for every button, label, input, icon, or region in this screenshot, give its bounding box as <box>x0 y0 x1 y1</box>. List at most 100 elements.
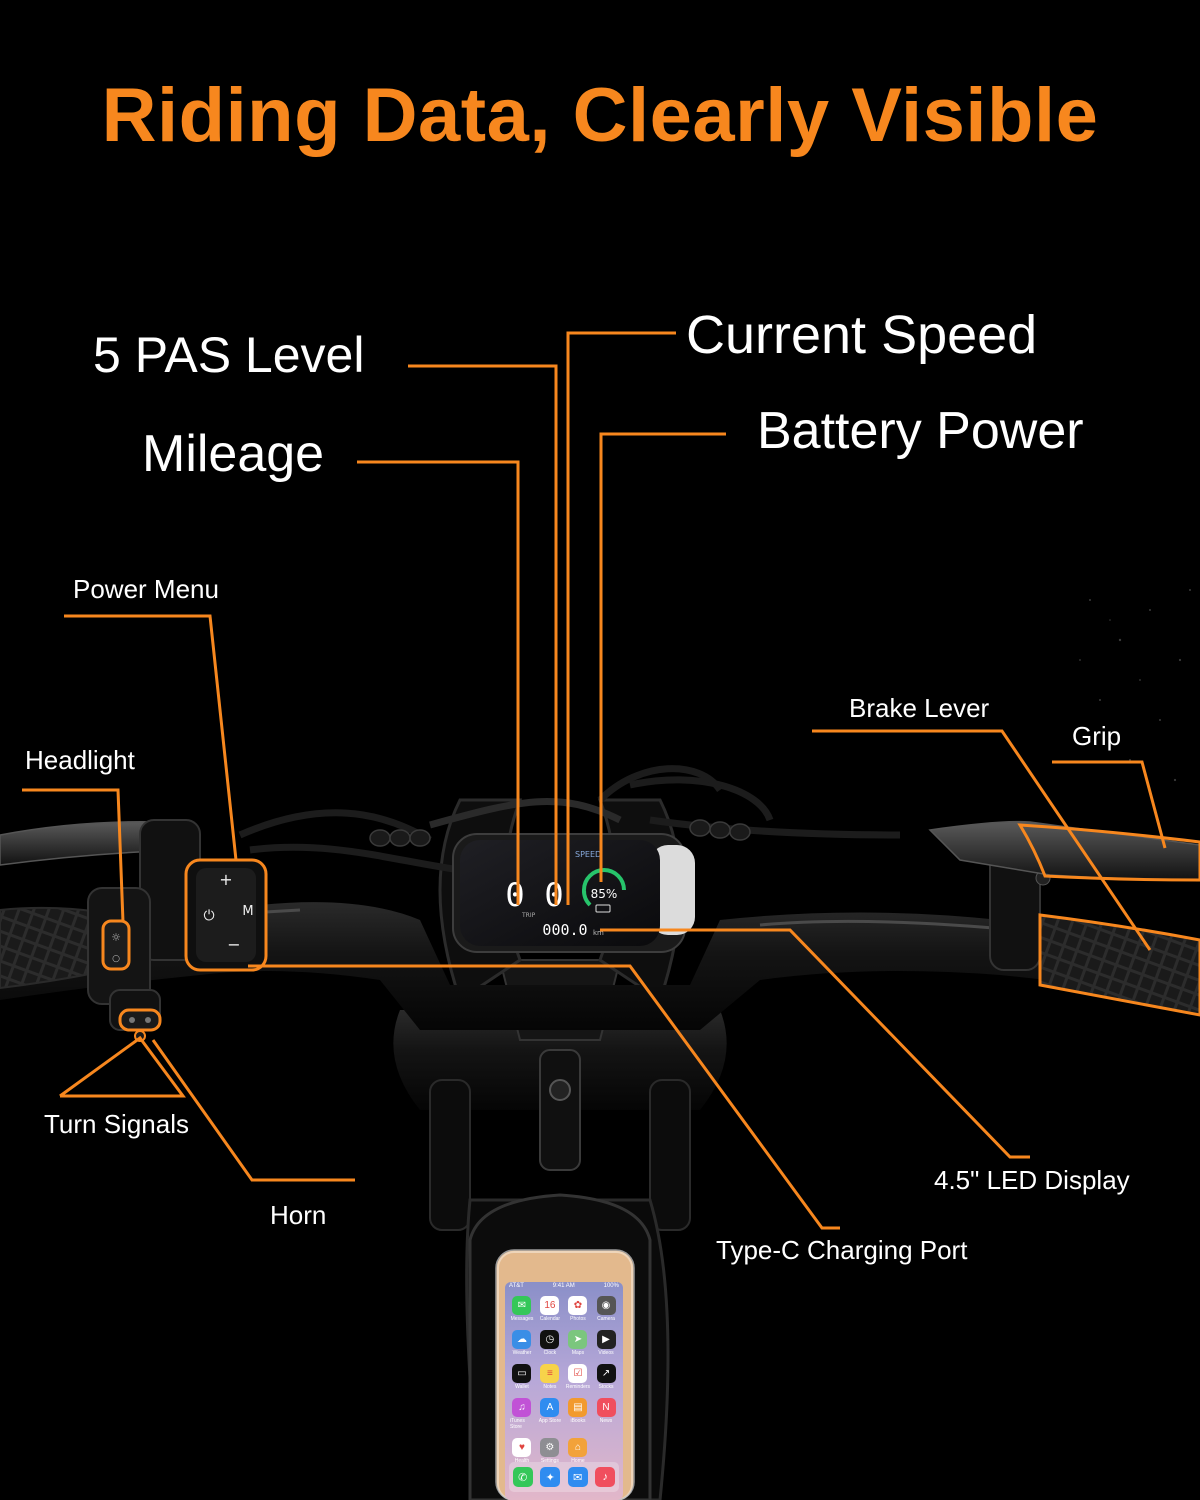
power-menu-line <box>64 614 238 861</box>
phone-app: ♥Health <box>510 1438 534 1464</box>
phone-app-label: Videos <box>598 1350 614 1356</box>
phone-carrier: AT&T <box>509 1283 524 1289</box>
pas-level-line <box>408 364 558 905</box>
label-headlight: Headlight <box>25 745 135 775</box>
label-horn: Horn <box>270 1200 327 1230</box>
label-grip: Grip <box>1072 721 1122 751</box>
message-icon: ✉ <box>512 1296 532 1315</box>
phone-app: ↗Stocks <box>594 1364 618 1390</box>
phone-app-label: iTunes Store <box>510 1418 525 1430</box>
label-brake-lever: Brake Lever <box>849 693 990 723</box>
display-speed-value: 0 <box>544 876 563 914</box>
phone-app-label: Reminders <box>565 1384 591 1390</box>
display-trip-tag: TRIP <box>521 912 536 919</box>
horn-line <box>151 1039 355 1182</box>
phone-app-label: Photos <box>570 1316 586 1322</box>
phone-dock: ✆ ✦ ✉ ♪ <box>509 1462 619 1492</box>
display-odometer-value: 000.0 <box>542 921 587 939</box>
phone-app-label: Camera <box>597 1316 615 1322</box>
label-battery-power: Battery Power <box>757 402 1084 460</box>
phone-app: ≡Notes <box>538 1364 562 1390</box>
phone-app-label: iBooks <box>570 1418 586 1424</box>
safari-icon: ✦ <box>540 1467 561 1487</box>
phone-app: ▶Videos <box>594 1330 618 1356</box>
calendar-icon: 16 <box>540 1296 560 1315</box>
reminders-icon: ☑ <box>568 1364 588 1383</box>
photos-icon: ✿ <box>568 1296 588 1315</box>
phone-app-label: Wallet <box>515 1384 529 1390</box>
label-type-c-port: Type-C Charging Port <box>716 1235 968 1265</box>
right-brake-lever <box>928 820 1200 971</box>
clock-icon: ◷ <box>540 1330 560 1349</box>
battery-ring <box>582 868 626 891</box>
label-power-menu: Power Menu <box>73 574 219 604</box>
svg-text:○: ○ <box>112 954 120 964</box>
label-mileage: Mileage <box>142 425 325 483</box>
background-speckle <box>1079 589 1191 782</box>
phone-app-label: Stocks <box>598 1384 614 1390</box>
health-icon: ♥ <box>512 1438 532 1457</box>
itunes-icon: ♫ <box>512 1398 532 1417</box>
phone-app: ☑Reminders <box>566 1364 590 1390</box>
phone-app: ✉Messages <box>510 1296 534 1322</box>
wallet-icon: ▭ <box>512 1364 532 1383</box>
current-speed-line <box>566 331 676 905</box>
phone-status-bar: AT&T 9:41 AM 100% <box>505 1282 623 1292</box>
phone-app-label: Notes <box>543 1384 557 1390</box>
phone-app: ◉Camera <box>594 1296 618 1322</box>
phone-app-label: News <box>599 1418 613 1424</box>
power-icon: ⏻ <box>203 908 214 924</box>
phone-app-label: Calendar <box>539 1316 561 1322</box>
phone-app: ♫iTunes Store <box>510 1398 534 1430</box>
brake-lever-line <box>812 729 1152 951</box>
weather-icon: ☁ <box>512 1330 532 1349</box>
led-display-line <box>600 928 1030 1159</box>
music-icon: ♪ <box>595 1467 616 1487</box>
controller-plus: + <box>219 870 232 889</box>
maps-icon: ➤ <box>568 1330 588 1349</box>
cables <box>238 765 901 874</box>
notes-icon: ≡ <box>540 1364 560 1383</box>
phone-app: ◷Clock <box>538 1330 562 1356</box>
display-pas-value: 0 <box>505 876 524 914</box>
phone-time: 9:41 AM <box>552 1283 575 1289</box>
display-battery-value: 85% <box>591 887 618 901</box>
type-c-port-line <box>248 964 840 1230</box>
display-speed-tag: SPEED <box>575 850 601 859</box>
appstore-icon: A <box>540 1398 560 1417</box>
phone-icon: ✆ <box>512 1467 533 1487</box>
phone-app-label: Maps <box>571 1350 585 1356</box>
phone-app: ⌂Home <box>566 1438 590 1464</box>
power-menu-controller: + ⏻ M − <box>184 858 268 972</box>
phone-app: ⚙Settings <box>538 1438 562 1464</box>
stocks-icon: ↗ <box>596 1364 616 1383</box>
phone-app: ▭Wallet <box>510 1364 534 1390</box>
display-odometer-unit: km <box>593 929 604 937</box>
phone-app: ☁Weather <box>510 1330 534 1356</box>
cable-coils <box>369 819 751 847</box>
left-switch-housing: ☼ ○ <box>87 887 162 1042</box>
phone-app-label: Weather <box>512 1350 532 1356</box>
phone-app-label: App Store <box>538 1418 562 1424</box>
label-turn-signals: Turn Signals <box>44 1109 189 1139</box>
phone-app-label: Health <box>514 1458 530 1464</box>
phone-app-label: Clock <box>543 1350 557 1356</box>
controller-minus: − <box>227 935 240 954</box>
right-grip <box>1038 913 1200 1017</box>
label-current-speed: Current Speed <box>686 305 1038 365</box>
headlight-line <box>22 788 125 923</box>
phone-app-label: Settings <box>540 1458 559 1464</box>
controller-mode: M <box>242 904 253 919</box>
label-led-display: 4.5" LED Display <box>934 1165 1130 1195</box>
phone-app: ➤Maps <box>566 1330 590 1356</box>
phone-app: ✿Photos <box>566 1296 590 1322</box>
battery-power-line <box>599 432 726 882</box>
settings-icon: ⚙ <box>540 1438 560 1457</box>
mail-icon: ✉ <box>567 1467 588 1487</box>
